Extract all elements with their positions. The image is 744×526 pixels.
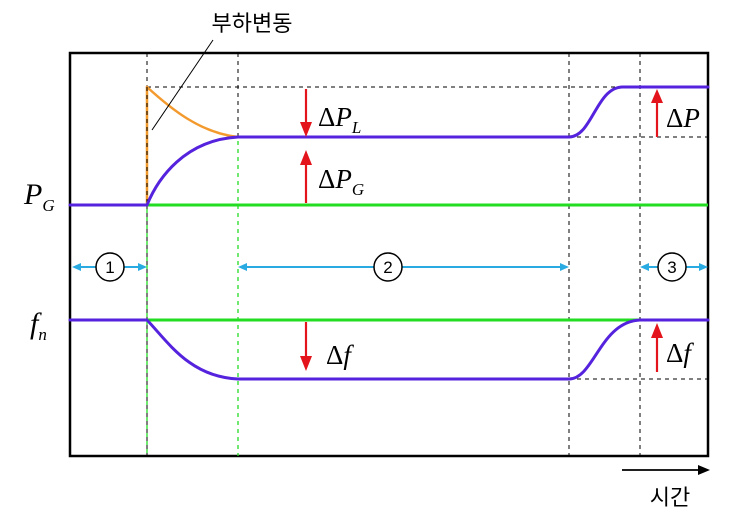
region-number: 3 [667, 258, 676, 277]
delta-f-restore-arrow [651, 323, 663, 372]
time-axis-label: 시간 [650, 486, 690, 511]
label-symbol: P [682, 103, 700, 133]
annotation-leader-line [151, 39, 214, 131]
delta-pl-label: ΔPL [318, 102, 361, 137]
delta-symbol: Δ [666, 103, 683, 133]
delta-symbol: Δ [318, 164, 335, 194]
region-1-span: 1 [72, 252, 147, 282]
label-subscript: L [351, 118, 361, 137]
label-subscript: G [42, 196, 54, 215]
label-symbol: f [343, 340, 354, 370]
region-arrow-left-head [238, 263, 247, 271]
green-guide-lines [146, 137, 239, 456]
time-arrow-head [698, 465, 710, 475]
arrow-head [300, 150, 312, 165]
delta-pg-arrow [300, 150, 312, 203]
region-arrow-right-head [560, 263, 569, 271]
delta-p-restore-label: ΔP [666, 103, 700, 133]
region-arrow-right-head [138, 263, 147, 271]
label-symbol: f [683, 338, 694, 368]
label-symbol: P [334, 102, 352, 132]
generator-output-curve [68, 85, 710, 207]
region-arrow-left-head [72, 263, 81, 271]
delta-p-restore-arrow [651, 89, 663, 137]
region-arrow-left-head [640, 263, 649, 271]
load-decay-curve [145, 85, 240, 139]
time-axis: 시간 [622, 465, 710, 511]
delta-pg-label: ΔPG [318, 164, 364, 199]
label-subscript: n [38, 325, 47, 344]
arrow-head [651, 323, 663, 338]
region-3-span: 3 [640, 252, 708, 282]
label-subscript: G [352, 180, 364, 199]
region-marker-circle [373, 252, 403, 282]
load-change-label: 부하변동 [212, 12, 293, 37]
delta-symbol: Δ [326, 340, 343, 370]
frequency-curve [68, 318, 710, 381]
delta-f-drop-label: Δf [326, 340, 354, 370]
delta-pl-arrow [300, 89, 312, 137]
frequency-axis-label: fn [30, 307, 47, 344]
delta-symbol: Δ [318, 102, 335, 132]
region-marker-circle [657, 252, 687, 282]
arrow-head [300, 356, 312, 371]
delta-symbol: Δ [666, 338, 683, 368]
region-2-span: 2 [238, 252, 569, 282]
guide-lines [146, 53, 708, 456]
region-number: 2 [383, 258, 392, 277]
arrow-head [300, 122, 312, 137]
label-symbol: P [334, 164, 352, 194]
region-arrow-right-head [699, 263, 708, 271]
delta-f-restore-label: Δf [666, 338, 694, 368]
power-axis-label: PG [23, 178, 55, 215]
arrow-head [651, 89, 663, 103]
plot-frame [68, 51, 710, 458]
load-change-curve [145, 85, 240, 207]
region-number: 1 [105, 258, 114, 277]
label-symbol: P [23, 178, 42, 211]
region-marker-circle [95, 252, 125, 282]
delta-f-drop-arrow [300, 322, 312, 371]
